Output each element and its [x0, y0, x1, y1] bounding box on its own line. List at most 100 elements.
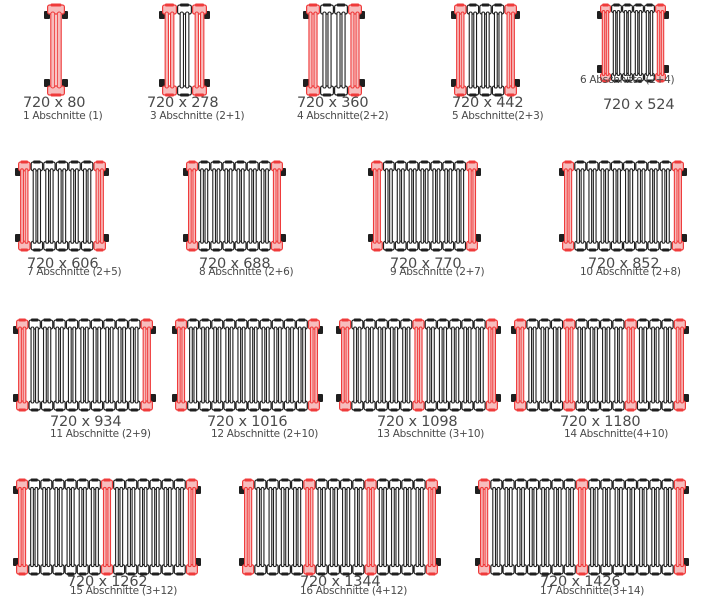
radiator-foot [683, 558, 689, 566]
radiator-section-red [192, 3, 208, 97]
radiator-section [610, 160, 624, 252]
radiator-section [222, 160, 235, 252]
radiator-section [103, 318, 116, 412]
radiator-foot [597, 11, 603, 19]
radiator-foot [183, 234, 189, 242]
radiator-section [401, 478, 414, 576]
radiator-foot [239, 558, 245, 566]
radiator-section [612, 318, 625, 412]
radiator-section-red [242, 478, 255, 576]
radiator-section-caption: 7 Abschnitte (2+5) [27, 266, 122, 278]
radiator-section [382, 160, 395, 252]
radiator-section-caption: 16 Abschnitte (4+12) [300, 585, 408, 597]
radiator-section [624, 478, 638, 576]
radiator-section [632, 3, 644, 83]
radiator-drawing [597, 3, 669, 83]
radiator-dimension-label: 720 x 770 [390, 256, 462, 272]
radiator-section [587, 318, 600, 412]
radiator-section-red [485, 318, 499, 412]
radiator-section-red [16, 318, 29, 412]
radiator-section [65, 318, 79, 412]
radiator-section-red [47, 3, 65, 97]
radiator-dimension-label: 720 x 1180 [560, 414, 641, 430]
radiator-section [461, 318, 474, 412]
radiator-section [611, 3, 623, 83]
radiator-section-red [140, 318, 153, 412]
radiator-section [115, 318, 129, 412]
radiator-section [223, 318, 236, 412]
radiator-foot [204, 79, 210, 87]
radiator-section [80, 160, 94, 252]
radiator-foot [103, 234, 109, 242]
radiator-drawing [44, 3, 68, 97]
radiator-section-red [307, 318, 320, 412]
radiator-section [78, 318, 91, 412]
radiator-section [376, 478, 390, 576]
radiator-section [173, 478, 186, 576]
radiator-section [177, 3, 193, 97]
radiator-section [622, 3, 634, 83]
radiator-section [88, 478, 101, 576]
radiator-section [424, 318, 437, 412]
radiator-section [551, 478, 564, 576]
radiator-foot [663, 65, 669, 73]
radiator-section-caption: 12 Abschnitte (2+10) [211, 428, 319, 440]
radiator-foot [475, 558, 481, 566]
radiator-section [575, 318, 588, 412]
radiator-foot [435, 558, 441, 566]
radiator-section [315, 478, 328, 576]
radiator-section [198, 160, 211, 252]
radiator-dimension-label: 720 x 1016 [207, 414, 288, 430]
radiator-section [563, 478, 576, 576]
radiator-section [598, 160, 611, 252]
radiator-section [649, 318, 662, 412]
radiator-section [491, 3, 505, 97]
radiator-section [161, 478, 174, 576]
radiator-section [320, 3, 335, 97]
radiator-foot [514, 79, 520, 87]
radiator-foot [359, 79, 365, 87]
radiator-foot [13, 558, 19, 566]
radiator-section [502, 478, 515, 576]
radiator-foot [13, 394, 19, 402]
radiator-section-red [162, 3, 178, 97]
radiator-section-red [575, 478, 589, 576]
radiator-foot [317, 394, 323, 402]
radiator-section [550, 318, 564, 412]
radiator-drawing [475, 478, 689, 576]
radiator-section-red [673, 318, 686, 412]
radiator-foot [368, 234, 374, 242]
radiator-section [442, 160, 455, 252]
radiator-section [649, 478, 662, 576]
radiator-section [187, 318, 200, 412]
radiator-section [586, 160, 599, 252]
radiator-section-red [93, 160, 107, 252]
radiator-section-caption: 10 Abschnitte (2+8) [580, 266, 681, 278]
radiator-foot [195, 558, 201, 566]
radiator-section-caption: 13 Abschnitte (3+10) [377, 428, 485, 440]
radiator-drawing [13, 478, 201, 576]
radiator-section-red [671, 160, 685, 252]
radiator-section [235, 318, 248, 412]
radiator-foot [475, 234, 481, 242]
radiator-section [278, 478, 291, 576]
radiator-section [211, 318, 224, 412]
radiator-section [351, 318, 364, 412]
radiator-section-caption: 9 Abschnitte (2+7) [390, 266, 485, 278]
radiator-section [30, 160, 44, 252]
radiator-section [327, 478, 340, 576]
radiator-section [659, 160, 672, 252]
radiator-section [258, 160, 271, 252]
radiator-section-red [185, 478, 198, 576]
radiator-foot [15, 234, 21, 242]
radiator-foot [495, 394, 501, 402]
radiator-section-caption: 15 Abschnitte (3+12) [70, 585, 178, 597]
radiator-dimension-label: 720 x 442 [452, 95, 524, 111]
radiator-section-caption: 17 Abschnitte(3+14) [540, 585, 645, 597]
radiator-section [247, 318, 260, 412]
radiator-section [490, 478, 503, 576]
radiator-section-red [186, 160, 199, 252]
radiator-section [647, 160, 660, 252]
radiator-section [449, 318, 462, 412]
